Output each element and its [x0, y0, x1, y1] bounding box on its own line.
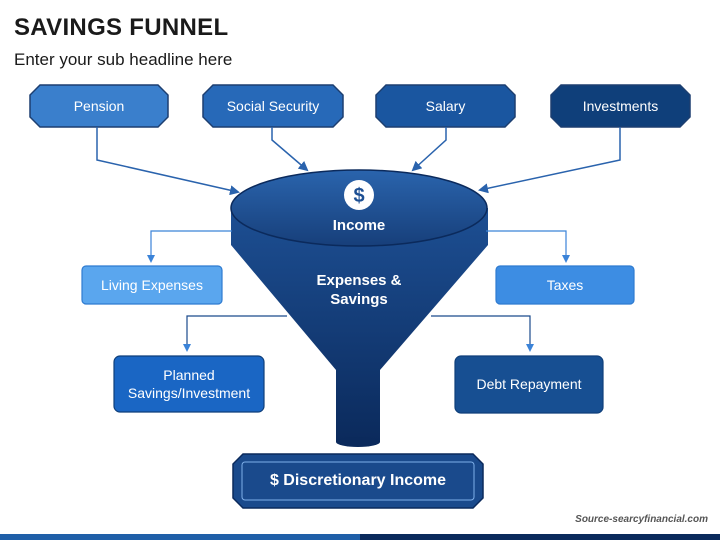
arrow-salary-to-funnel	[411, 127, 447, 172]
arrow-to-taxes	[486, 230, 570, 263]
source-label-social-security: Social Security	[226, 97, 320, 114]
arrow-to-planned-savings	[183, 315, 287, 352]
source-label-pension: Pension	[73, 97, 125, 114]
living-expenses-label: Living Expenses	[101, 276, 203, 293]
dollar-icon: $	[344, 180, 374, 210]
funnel-expenses-savings-label: Expenses & Savings	[316, 271, 402, 309]
source-box-salary	[375, 84, 516, 128]
funnel-body	[231, 208, 488, 442]
source-box-investments	[550, 84, 691, 128]
page-title: SAVINGS FUNNEL	[14, 14, 229, 41]
living-expenses-box	[81, 265, 223, 305]
arrow-investments-to-funnel	[478, 127, 621, 194]
taxes-box	[495, 265, 635, 305]
dollar-symbol: $	[353, 185, 364, 207]
discretionary-income-label: $ Discretionary Income	[269, 471, 447, 489]
planned-savings-label: Planned Savings/Investment	[127, 366, 251, 401]
source-credit: Source-searcyfinancial.com	[575, 514, 708, 525]
page-subtitle: Enter your sub headline here	[14, 50, 233, 69]
arrow-pension-to-funnel	[96, 127, 240, 196]
funnel-income-label: Income	[332, 217, 386, 235]
taxes-label: Taxes	[546, 276, 584, 293]
funnel-neck-base	[336, 437, 380, 447]
arrow-social-security-to-funnel	[271, 127, 309, 172]
source-label-salary: Salary	[425, 97, 466, 114]
debt-repayment-label: Debt Repayment	[476, 376, 582, 393]
bottom-accent-bar	[0, 534, 720, 540]
source-box-social-security	[202, 84, 344, 128]
arrow-to-debt-repayment	[431, 315, 534, 352]
discretionary-income-box	[232, 453, 484, 509]
discretionary-income-inner-border	[241, 461, 475, 501]
source-box-pension	[29, 84, 169, 128]
source-label-investments: Investments	[582, 97, 659, 114]
arrow-to-living-expenses	[147, 230, 232, 263]
planned-savings-box	[113, 355, 265, 413]
debt-repayment-box	[454, 355, 604, 414]
